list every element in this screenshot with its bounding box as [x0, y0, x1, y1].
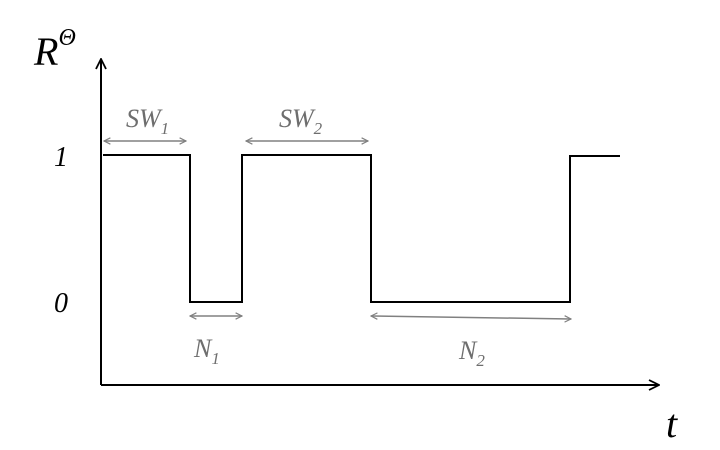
sw2-label: SW2 [279, 104, 323, 138]
signal-waveform [103, 154, 620, 303]
y-tick-1: 1 [54, 142, 68, 173]
x-axis-label: t [666, 401, 678, 446]
n1-label: N1 [193, 334, 220, 368]
n2-arrow [371, 316, 571, 319]
y-tick-0: 0 [54, 288, 68, 319]
sw1-label: SW1 [126, 104, 169, 138]
n2-label: N2 [458, 336, 485, 370]
y-axis-label: RΘ [33, 25, 76, 74]
